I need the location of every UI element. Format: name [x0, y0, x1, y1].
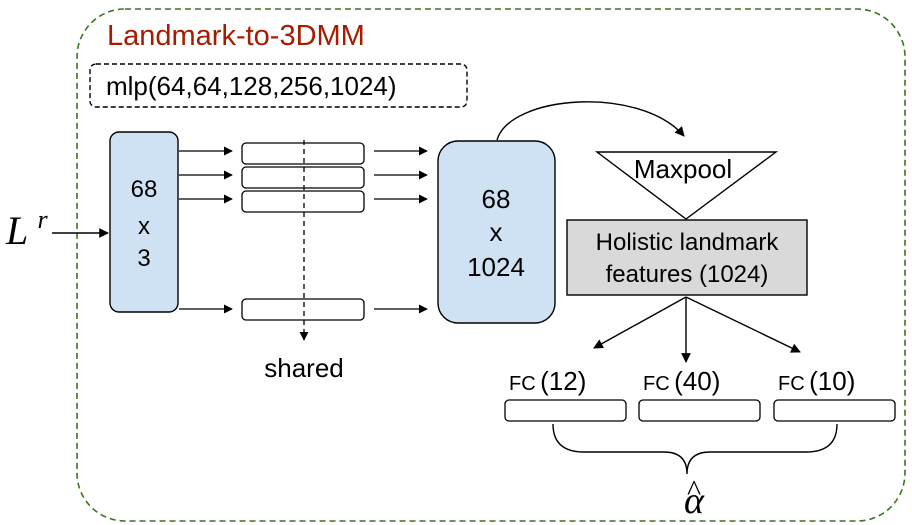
feature-block-times: x: [490, 217, 503, 247]
fc-head-label-1: FC (12): [509, 366, 586, 396]
mlp-box: [89, 63, 468, 108]
input-block-cols: 3: [137, 245, 150, 272]
holistic-features-line1: Holistic landmark: [596, 229, 780, 256]
fc-head-bar-3: [773, 399, 896, 422]
input-symbol-superscript: r: [38, 205, 49, 234]
module-title: Landmark-to-3DMM: [107, 20, 365, 52]
maxpool-triangle: [594, 151, 779, 220]
arrow-to-fc-1: [593, 296, 687, 349]
shared-mlp-bar: [241, 298, 365, 321]
fc-head-bar-1: [504, 399, 627, 422]
output-symbol: α: [684, 480, 705, 522]
shared-mlp-bar: [241, 142, 365, 165]
shared-label: shared: [264, 353, 344, 383]
holistic-features-box: [566, 219, 808, 296]
input-block: [109, 131, 179, 313]
feature-block-cols: 1024: [467, 252, 525, 282]
input-block-rows: 68: [131, 176, 158, 203]
fc-head-label-3: FC (10): [778, 366, 855, 396]
input-symbol: L r: [5, 205, 49, 253]
module-frame: [76, 8, 906, 522]
output-brace: [552, 423, 838, 475]
input-symbol-base: L: [5, 208, 28, 253]
arrow-to-maxpool: [496, 101, 685, 141]
output-symbol-hat: ^: [687, 474, 701, 507]
input-block-times: x: [138, 213, 150, 240]
feature-block-rows: 68: [482, 184, 511, 214]
fc-head-size-3: (10): [809, 366, 855, 396]
fc-head-prefix-3: FC: [778, 373, 805, 395]
mlp-label: mlp(64,64,128,256,1024): [106, 71, 397, 101]
fc-head-size-1: (12): [540, 366, 586, 396]
arrow-to-fc-3: [685, 296, 801, 353]
shared-mlp-bar: [241, 166, 365, 189]
fc-head-bar-2: [638, 399, 761, 422]
fc-head-prefix-1: FC: [509, 373, 536, 395]
fc-head-size-2: (40): [674, 366, 720, 396]
shared-mlp-bar: [241, 190, 365, 213]
maxpool-label: Maxpool: [634, 154, 732, 184]
feature-block: [437, 140, 556, 324]
fc-head-label-2: FC (40): [643, 366, 720, 396]
fc-head-prefix-2: FC: [643, 373, 670, 395]
holistic-features-line2: features (1024): [606, 261, 769, 288]
